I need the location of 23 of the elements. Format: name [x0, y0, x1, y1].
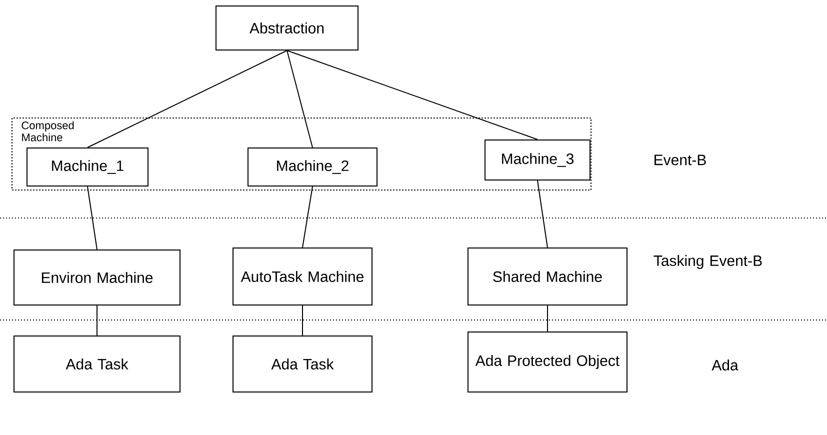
- connector-line: [537, 180, 548, 248]
- connector-line: [547, 305, 548, 332]
- layer-label: Event-B: [654, 154, 706, 166]
- process-box: Machine_1: [26, 148, 148, 186]
- process-box: Machine_3: [484, 140, 590, 180]
- process-box: Ada Task: [14, 336, 180, 392]
- connector-line: [302, 305, 303, 336]
- process-box: Abstraction: [216, 6, 358, 50]
- connector-line: [286, 50, 538, 140]
- connector-line: [87, 50, 288, 148]
- process-box: Shared Machine: [468, 248, 628, 306]
- process-box: AutoTask Machine: [232, 248, 372, 306]
- process-box: Ada Task: [232, 336, 372, 392]
- process-box: Ada Protected Object: [468, 332, 628, 392]
- group-heading: Composed Machine: [22, 121, 74, 142]
- connector-line: [286, 50, 313, 148]
- process-box: Machine_2: [248, 148, 378, 186]
- layer-label: Ada: [712, 359, 738, 370]
- connector-line: [96, 305, 98, 336]
- connector-line: [302, 186, 313, 248]
- process-box: Environ Machine: [14, 250, 180, 306]
- layer-label: Tasking Event-B: [654, 255, 762, 269]
- connector-line: [87, 186, 98, 250]
